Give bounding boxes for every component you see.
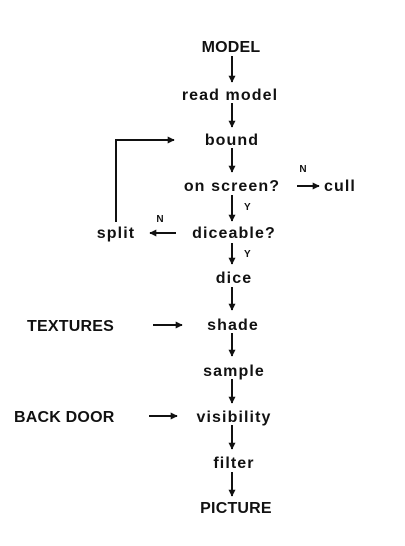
edge-label-on-screen-yes: Y bbox=[244, 202, 251, 213]
node-shade: shade bbox=[207, 317, 259, 334]
edge-label-diceable-no: N bbox=[156, 214, 163, 225]
node-visibility: visibility bbox=[196, 409, 271, 426]
node-read-model: read model bbox=[182, 87, 278, 104]
node-bound: bound bbox=[205, 132, 259, 149]
arrow-split-loop-to-bound bbox=[115, 136, 175, 222]
node-filter: filter bbox=[213, 455, 254, 472]
edge-label-on-screen-no: N bbox=[299, 164, 306, 175]
node-dice: dice bbox=[216, 270, 252, 287]
node-sample: sample bbox=[203, 363, 265, 380]
node-diceable: diceable? bbox=[192, 225, 276, 242]
node-picture: PICTURE bbox=[200, 500, 272, 517]
node-on-screen: on screen? bbox=[184, 178, 280, 195]
edge-label-diceable-yes: Y bbox=[244, 249, 251, 260]
node-back-door: BACK DOOR bbox=[14, 409, 115, 426]
node-cull: cull bbox=[324, 178, 356, 195]
branch-arrows bbox=[115, 136, 320, 420]
node-model: MODEL bbox=[202, 39, 261, 56]
node-split: split bbox=[97, 225, 135, 242]
node-textures: TEXTURES bbox=[27, 318, 114, 335]
